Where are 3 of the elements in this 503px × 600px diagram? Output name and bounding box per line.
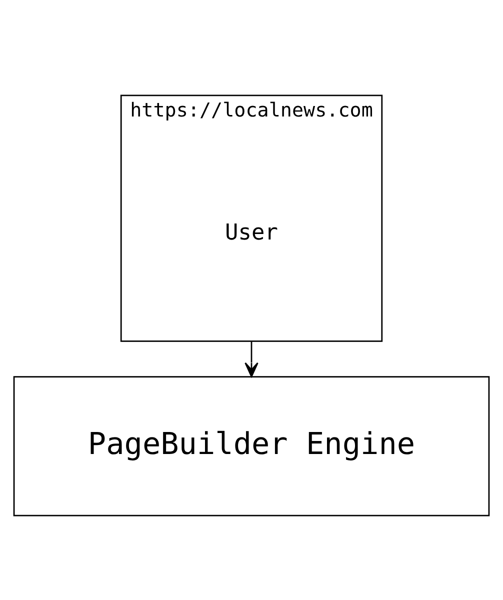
node-box: PageBuilder Engine	[13, 376, 490, 516]
node-text: User	[225, 220, 278, 246]
arrow	[244, 341, 258, 378]
